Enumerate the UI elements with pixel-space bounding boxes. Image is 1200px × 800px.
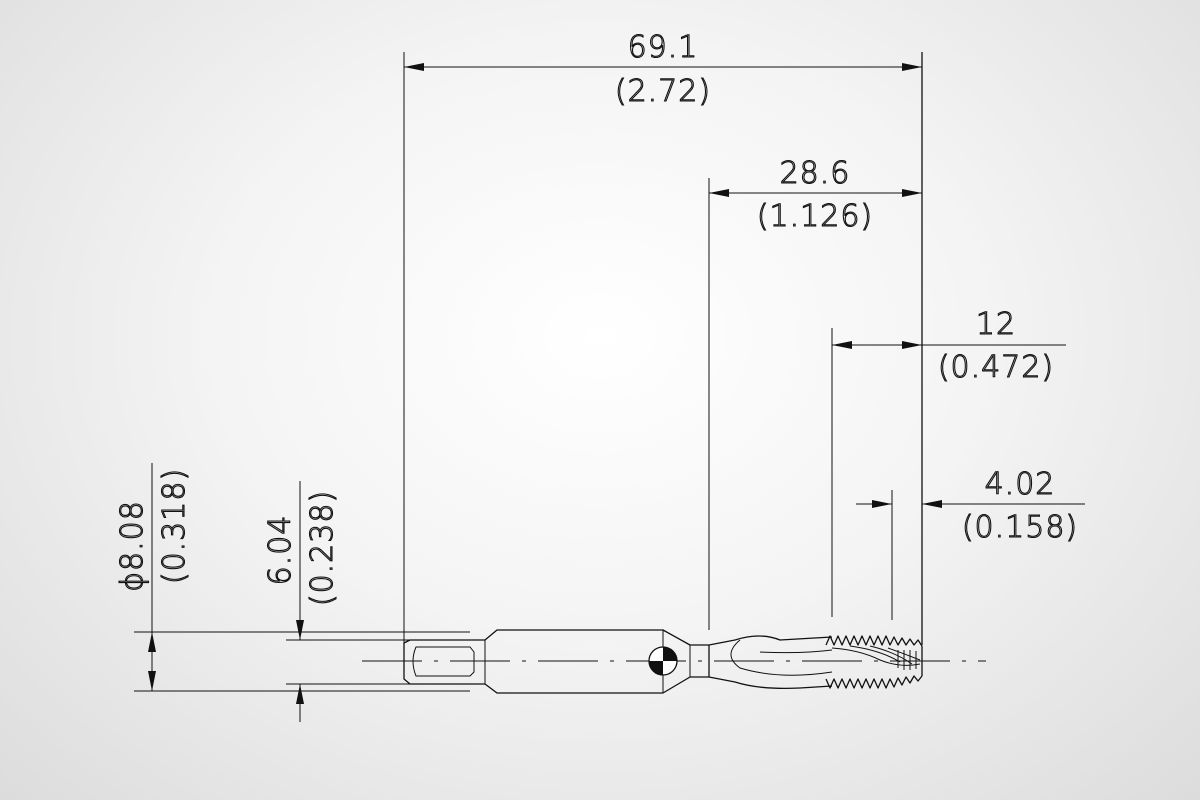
dimension-metric-label: 4.02 <box>985 467 1056 502</box>
dimension-metric-label: 12 <box>976 307 1016 342</box>
spiral-flute-lines <box>831 645 921 666</box>
thread-teeth-top <box>825 635 923 647</box>
dimension-imperial-label: (2.72) <box>615 74 711 109</box>
dimension-square-size: 6.04 (0.238) <box>262 481 470 722</box>
dimension-overall-length: 69.1 (2.72) <box>403 29 923 645</box>
tap-flute-curve <box>730 639 833 676</box>
tap-flute <box>708 635 833 690</box>
chamfer-ribs <box>897 650 917 670</box>
dimension-imperial-label: (0.238) <box>305 490 340 606</box>
dimension-metric-label: 69.1 <box>628 30 699 65</box>
thread-teeth-bottom <box>825 675 923 689</box>
dimension-metric-label: 28.6 <box>780 156 851 191</box>
dimension-imperial-label: (0.472) <box>938 350 1054 385</box>
dimension-imperial-label: (0.318) <box>157 468 192 584</box>
square-drive-flat <box>412 646 475 677</box>
dimension-metric-label: 6.04 <box>263 515 298 586</box>
dimension-metric-label: ϕ8.08 <box>115 500 150 592</box>
dimension-imperial-label: (1.126) <box>757 199 873 234</box>
dimension-chamfer-length: 4.02 (0.158) <box>856 466 1085 620</box>
tap-body <box>362 629 986 694</box>
dimension-thread-length: 12 (0.472) <box>831 306 1066 617</box>
dimension-shank-to-tip: 28.6 (1.126) <box>708 155 922 630</box>
center-mark-icon <box>648 646 678 676</box>
dimension-imperial-label: (0.158) <box>962 510 1078 545</box>
